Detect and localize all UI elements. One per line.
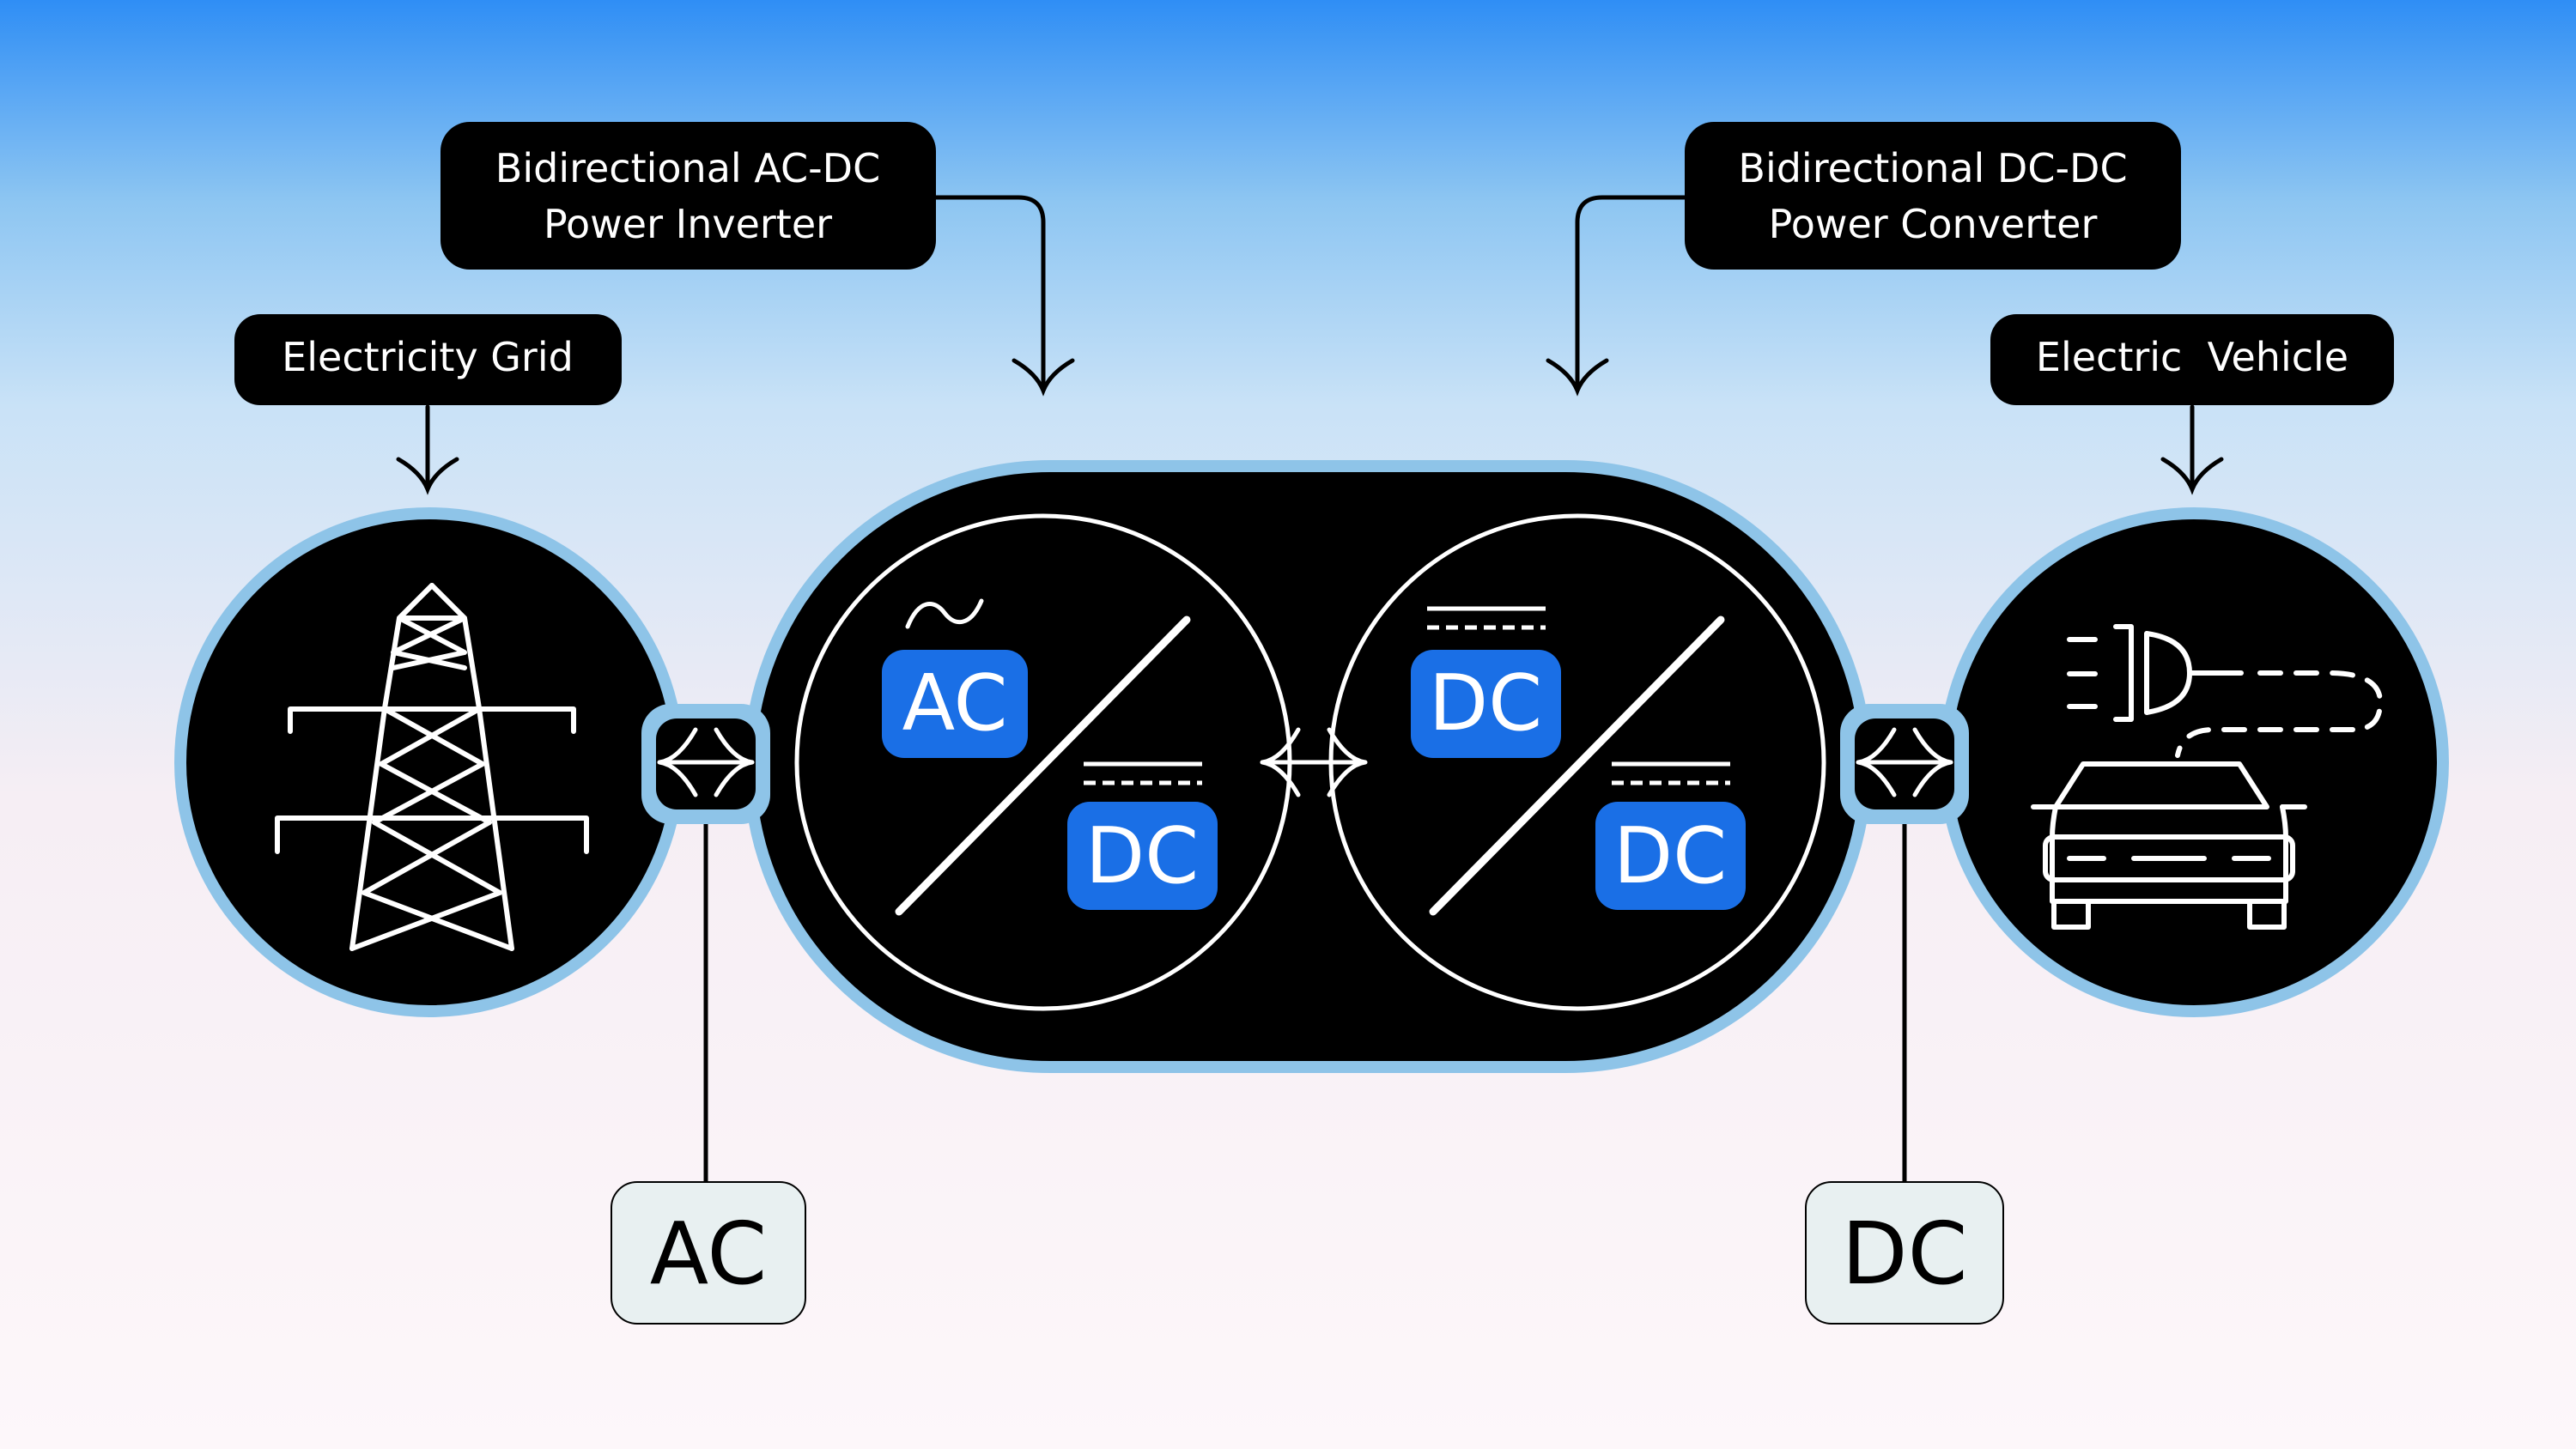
bidirectional-arrow-icon bbox=[1260, 727, 1368, 797]
inverter-output-badge bbox=[1067, 802, 1218, 910]
dc-line-icon bbox=[1427, 606, 1546, 630]
dc-line-icon bbox=[1612, 761, 1730, 785]
svg-text:Power Converter: Power Converter bbox=[1769, 201, 2098, 247]
converter-input-badge bbox=[1411, 650, 1561, 758]
inverter-slash bbox=[895, 615, 1191, 916]
dc-line-icon bbox=[1084, 761, 1202, 785]
plug-icon bbox=[2067, 624, 2383, 758]
converter-output-text: DC bbox=[1613, 811, 1727, 901]
inverter-input-badge bbox=[882, 650, 1028, 758]
bidirectional-arrow-icon bbox=[657, 727, 755, 797]
bidirectional-arrow-icon bbox=[1856, 727, 1953, 797]
inverter-input-text: AC bbox=[902, 658, 1008, 749]
svg-text:Power Inverter: Power Inverter bbox=[544, 201, 832, 247]
bottom-ac-label: AC bbox=[611, 1181, 806, 1325]
grid-label: Electricity Grid bbox=[234, 314, 622, 405]
vehicle-label: Electric Vehicle bbox=[1990, 314, 2394, 405]
svg-text:DC: DC bbox=[1842, 1203, 1968, 1304]
car-icon bbox=[2031, 761, 2307, 930]
transmission-tower-icon bbox=[275, 583, 589, 951]
grid-pointer bbox=[396, 404, 459, 495]
bottom-dc-label: DC bbox=[1805, 1181, 2004, 1325]
inverter-label: Bidirectional AC-DC Power Inverter bbox=[440, 122, 936, 270]
svg-text:Electricity Grid: Electricity Grid bbox=[282, 334, 574, 380]
svg-text:Bidirectional AC-DC: Bidirectional AC-DC bbox=[495, 145, 880, 191]
converter-pointer bbox=[1546, 195, 1687, 397]
svg-text:Bidirectional DC-DC: Bidirectional DC-DC bbox=[1738, 145, 2127, 191]
inverter-output-text: DC bbox=[1085, 811, 1199, 901]
vehicle-pointer bbox=[2160, 404, 2224, 495]
inverter-pointer bbox=[933, 195, 1075, 397]
converter-output-badge bbox=[1595, 802, 1746, 910]
converter-label: Bidirectional DC-DC Power Converter bbox=[1685, 122, 2181, 270]
converter-input-text: DC bbox=[1429, 658, 1542, 749]
converter-slash bbox=[1429, 615, 1725, 916]
svg-text:Electric Vehicle: Electric Vehicle bbox=[2036, 334, 2348, 380]
svg-text:AC: AC bbox=[650, 1203, 767, 1304]
ac-wave-icon bbox=[905, 598, 984, 629]
